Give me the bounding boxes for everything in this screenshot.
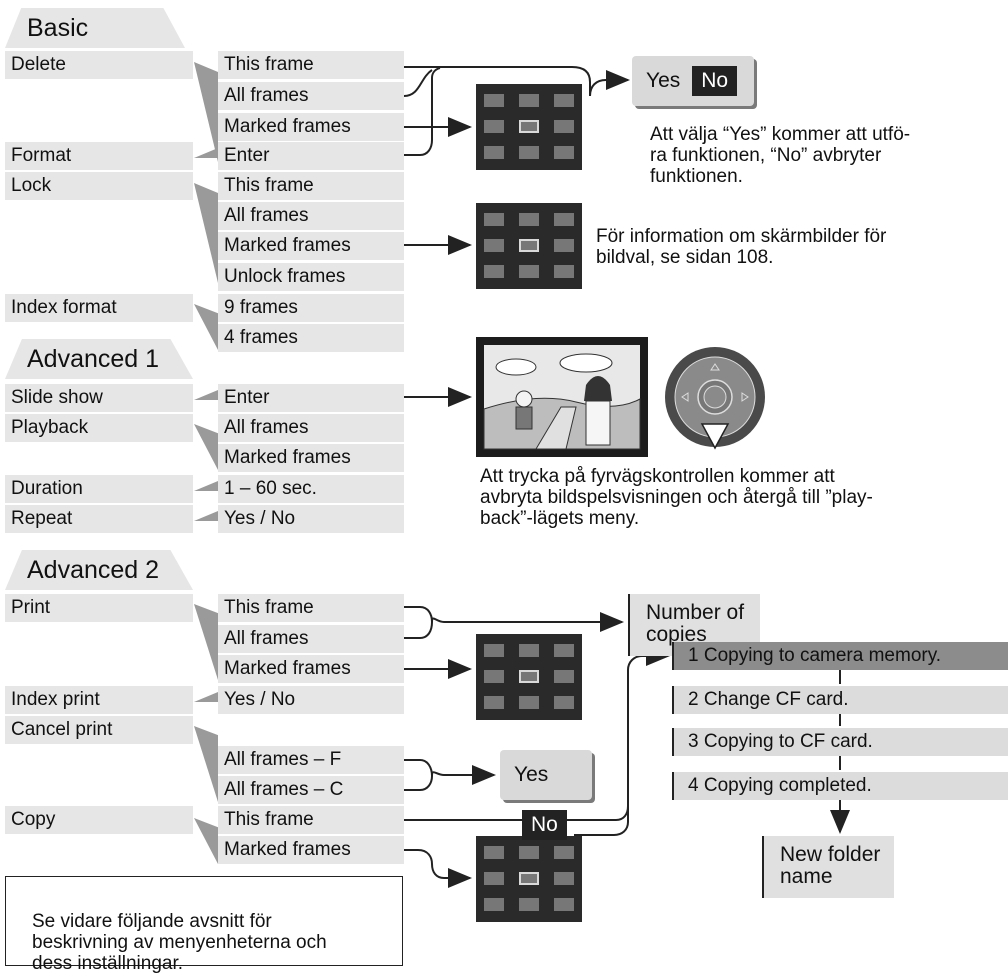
slideshow-preview-image <box>476 337 648 457</box>
copy-step-3: 3 Copying to CF card. <box>672 728 1008 756</box>
confirm-yes[interactable]: Yes <box>514 763 549 786</box>
menu-print[interactable]: Print <box>5 594 193 622</box>
option-repeat[interactable]: Yes / No <box>218 505 404 533</box>
menu-index-print[interactable]: Index print <box>5 686 193 714</box>
menu-playback[interactable]: Playback <box>5 414 193 442</box>
wedge-slide-show <box>194 390 218 400</box>
copies-line: copies <box>646 623 707 646</box>
frame-select-screen-icon <box>476 836 582 922</box>
option-copy-this-frame[interactable]: This frame <box>218 806 404 834</box>
option-print-marked-frames[interactable]: Marked frames <box>218 655 404 683</box>
note-slideshow: Att trycka på fyrvägskontrollen kommer a… <box>480 466 873 529</box>
menu-index-format[interactable]: Index format <box>5 294 193 322</box>
note-line: bildval, se sidan 108. <box>596 247 774 268</box>
footer-line: Se vidare följande avsnitt för <box>32 911 272 932</box>
option-cancel-all-frames-c[interactable]: All frames – C <box>218 776 404 804</box>
note-line: back”-lägets meny. <box>480 508 640 529</box>
option-copy-marked-frames[interactable]: Marked frames <box>218 836 404 864</box>
note-line: ra funktionen, “No” avbryter <box>650 145 882 166</box>
option-format-enter[interactable]: Enter <box>218 142 404 170</box>
folder-line: New folder <box>780 843 881 866</box>
menu-format[interactable]: Format <box>5 142 193 170</box>
frame-select-screen-icon <box>476 203 582 289</box>
copy-step-4: 4 Copying completed. <box>672 772 1008 800</box>
frame-select-screen-icon <box>476 84 582 170</box>
four-way-controller-icon <box>662 344 768 450</box>
option-playback-marked-frames[interactable]: Marked frames <box>218 444 404 472</box>
option-cancel-all-frames-f[interactable]: All frames – F <box>218 746 404 774</box>
confirm-box-delete: Yes No <box>632 56 754 106</box>
footer-line: beskrivning av menyenheterna och <box>32 932 327 953</box>
option-duration[interactable]: 1 – 60 sec. <box>218 475 404 503</box>
frame-select-screen-icon <box>476 634 582 720</box>
note-frame-select: För information om skärmbilder för bildv… <box>596 226 886 268</box>
copy-step-1: 1 Copying to camera memory. <box>672 642 1008 670</box>
section-advanced-1: Advanced 1 <box>5 339 193 379</box>
section-advanced-2: Advanced 2 <box>5 550 193 590</box>
option-lock-this-frame[interactable]: This frame <box>218 172 404 200</box>
new-folder-name-box: New folder name <box>762 836 894 898</box>
folder-line: name <box>780 865 833 888</box>
menu-delete[interactable]: Delete <box>5 51 193 79</box>
option-slide-show-enter[interactable]: Enter <box>218 384 404 412</box>
note-line: För information om skärmbilder för <box>596 226 887 247</box>
menu-copy[interactable]: Copy <box>5 806 193 834</box>
menu-cancel-print[interactable]: Cancel print <box>5 716 193 744</box>
option-lock-unlock-frames[interactable]: Unlock frames <box>218 263 404 291</box>
footer-note-box: Se vidare följande avsnitt för beskrivni… <box>5 876 403 974</box>
note-line: Att välja “Yes” kommer att utfö- <box>650 124 911 145</box>
option-index-9-frames[interactable]: 9 frames <box>218 294 404 322</box>
option-playback-all-frames[interactable]: All frames <box>218 414 404 442</box>
wedge-duration <box>194 481 218 491</box>
confirm-box-cancel-print: YesNo <box>500 750 592 840</box>
note-delete-confirm: Att välja “Yes” kommer att utfö- ra funk… <box>650 124 910 187</box>
footer-line: dess inställningar. <box>32 953 184 974</box>
option-print-all-frames[interactable]: All frames <box>218 625 404 653</box>
wedge-index-print <box>194 692 218 702</box>
wedge-format <box>194 148 218 158</box>
slideshow-scene-illustration <box>483 345 641 450</box>
confirm-yes[interactable]: Yes <box>646 69 681 92</box>
note-line: Att trycka på fyrvägskontrollen kommer a… <box>480 466 835 487</box>
menu-slide-show[interactable]: Slide show <box>5 384 193 412</box>
note-line: funktionen. <box>650 166 743 187</box>
option-delete-all-frames[interactable]: All frames <box>218 82 404 110</box>
copy-step-2: 2 Change CF card. <box>672 686 1008 714</box>
confirm-no[interactable]: No <box>692 66 738 96</box>
confirm-no[interactable]: No <box>522 810 567 840</box>
option-lock-all-frames[interactable]: All frames <box>218 202 404 230</box>
option-delete-this-frame[interactable]: This frame <box>218 51 404 79</box>
option-index-print[interactable]: Yes / No <box>218 686 404 714</box>
option-index-4-frames[interactable]: 4 frames <box>218 324 404 352</box>
copies-line: Number of <box>646 601 745 624</box>
menu-duration[interactable]: Duration <box>5 475 193 503</box>
wedge-repeat <box>194 511 218 521</box>
menu-lock[interactable]: Lock <box>5 172 193 200</box>
option-print-this-frame[interactable]: This frame <box>218 594 404 622</box>
section-basic: Basic <box>5 8 185 48</box>
note-line: avbryta bildspelsvisningen och återgå ti… <box>480 487 873 508</box>
option-delete-marked-frames[interactable]: Marked frames <box>218 113 404 141</box>
option-lock-marked-frames[interactable]: Marked frames <box>218 232 404 260</box>
menu-repeat[interactable]: Repeat <box>5 505 193 533</box>
